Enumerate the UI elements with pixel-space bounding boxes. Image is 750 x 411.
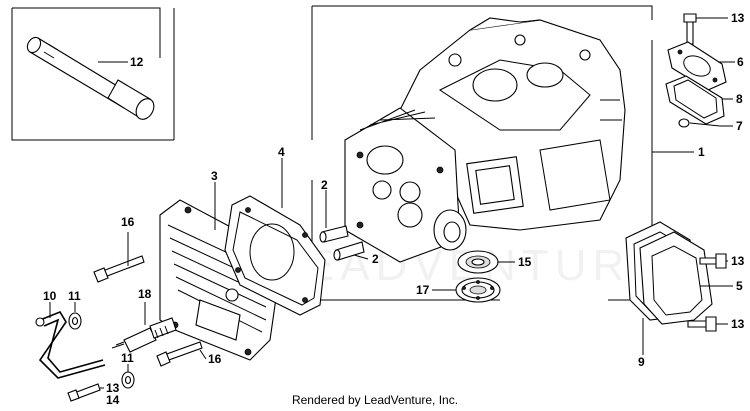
spark-plug xyxy=(111,317,177,353)
callout-9: 9 xyxy=(638,355,645,369)
callout-2-upper: 2 xyxy=(321,178,328,192)
callout-11-lower: 11 xyxy=(121,351,134,365)
side-cover xyxy=(639,231,713,325)
callout-13-low: 13 xyxy=(731,317,745,331)
cover-gasket xyxy=(665,75,725,125)
breather-tube xyxy=(35,311,106,379)
callout-10: 10 xyxy=(43,289,57,303)
callout-14: 14 xyxy=(106,393,120,407)
head-bolt-upper xyxy=(93,255,145,283)
callout-12: 12 xyxy=(130,55,144,69)
washer-upper xyxy=(68,312,82,330)
head-gasket xyxy=(224,195,326,316)
leader-lines xyxy=(49,17,735,389)
washer-lower xyxy=(121,371,135,389)
callout-13-mid: 13 xyxy=(731,254,745,268)
plug-small xyxy=(678,118,690,128)
bearing xyxy=(455,277,501,303)
side-cover-bolt-upper xyxy=(699,253,727,269)
callout-7: 7 xyxy=(736,119,743,133)
oil-seal xyxy=(457,250,499,274)
callout-13-left: 13 xyxy=(106,381,120,395)
callout-2-lower: 2 xyxy=(372,252,379,266)
bolt-upper-right xyxy=(683,13,697,45)
footer-credit: Rendered by LeadVenture, Inc. xyxy=(291,393,459,407)
crankcase xyxy=(344,17,626,263)
callout-3: 3 xyxy=(211,169,218,183)
callout-1: 1 xyxy=(698,145,705,159)
callouts: 12 1 2 2 3 4 5 6 7 8 9 10 11 11 13 13 13… xyxy=(43,11,745,407)
callout-11-upper: 11 xyxy=(68,289,81,303)
bolt-lower-left xyxy=(67,383,101,402)
callout-18: 18 xyxy=(138,287,152,301)
head-bolt-lower xyxy=(156,341,203,367)
callout-6: 6 xyxy=(737,55,744,69)
socket-tool xyxy=(26,36,155,120)
side-cover-bolt-lower xyxy=(687,316,717,332)
callout-15: 15 xyxy=(518,255,532,269)
callout-5: 5 xyxy=(736,279,743,293)
dowel-pins xyxy=(319,225,365,261)
callout-17: 17 xyxy=(416,283,430,297)
part-12-tool-box xyxy=(11,7,175,141)
callout-16-upper: 16 xyxy=(121,215,135,229)
callout-8: 8 xyxy=(736,92,743,106)
callout-13-top: 13 xyxy=(731,11,745,25)
callout-4: 4 xyxy=(278,145,285,159)
callout-16-lower: 16 xyxy=(208,352,222,366)
cover-plate xyxy=(667,41,727,91)
